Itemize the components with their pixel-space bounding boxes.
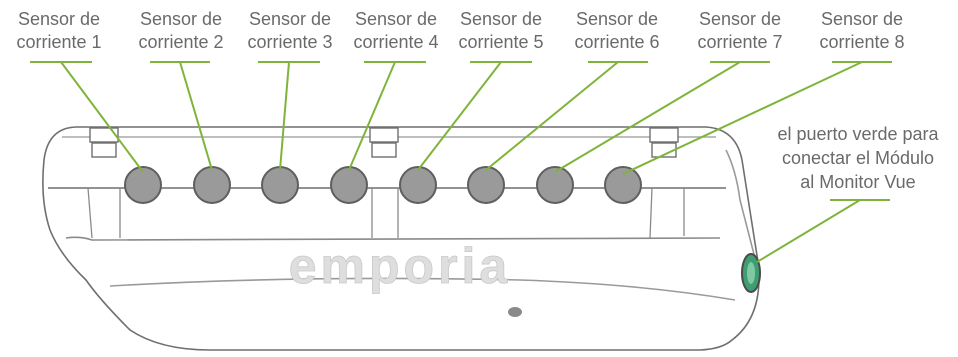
sensor-port-2 bbox=[193, 166, 231, 204]
leader-7 bbox=[554, 61, 741, 173]
rib-center bbox=[371, 188, 399, 238]
leader-6 bbox=[485, 61, 619, 171]
latch-left bbox=[89, 127, 119, 143]
leader-1 bbox=[60, 61, 144, 173]
leader-green-port bbox=[756, 199, 861, 263]
device-bottom-curve bbox=[109, 277, 736, 301]
device-hole bbox=[508, 307, 522, 317]
leader-5 bbox=[417, 61, 502, 171]
leader-2 bbox=[179, 61, 213, 171]
device-body-curve bbox=[65, 236, 721, 241]
sensor-port-1 bbox=[124, 166, 162, 204]
rib-left bbox=[87, 187, 121, 239]
green-port-inner bbox=[747, 262, 755, 284]
leader-8 bbox=[622, 61, 863, 175]
green-port-note: el puerto verde para conectar el Módulo … bbox=[777, 124, 939, 192]
leader-4 bbox=[348, 61, 396, 171]
sensor-port-4 bbox=[330, 166, 368, 204]
sensor-ports bbox=[124, 166, 642, 204]
device-side-edge bbox=[725, 149, 757, 263]
rib-right bbox=[649, 187, 685, 239]
sensor-port-5 bbox=[399, 166, 437, 204]
latch-right bbox=[649, 127, 679, 143]
latch-middle-slot bbox=[371, 142, 397, 158]
sensor-port-8 bbox=[604, 166, 642, 204]
leader-3 bbox=[279, 61, 290, 171]
latch-left-slot bbox=[91, 142, 117, 158]
emporia-logo: emporia bbox=[289, 238, 512, 294]
sensor-port-7 bbox=[536, 166, 574, 204]
sensor-port-6 bbox=[467, 166, 505, 204]
latch-middle bbox=[369, 127, 399, 143]
sensor-port-3 bbox=[261, 166, 299, 204]
